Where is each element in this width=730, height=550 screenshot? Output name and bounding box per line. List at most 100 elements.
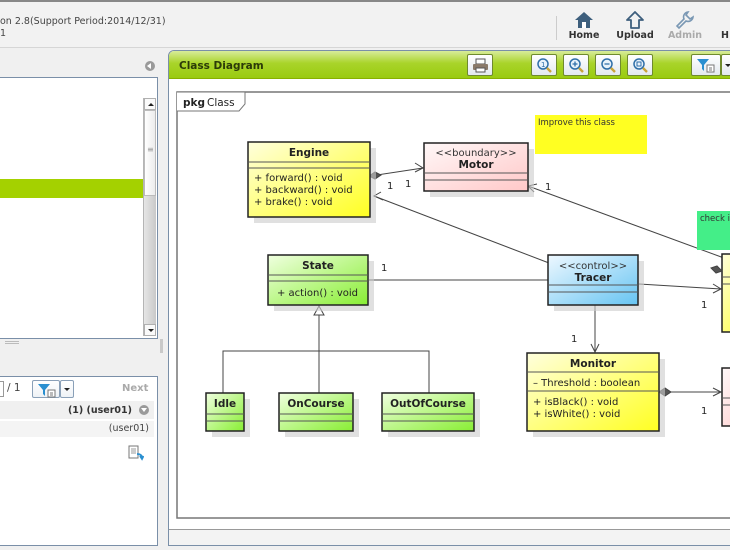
tree-item-selected[interactable] bbox=[0, 179, 143, 198]
class-operation: + action() : void bbox=[277, 288, 358, 299]
next-page-link[interactable]: Next bbox=[122, 383, 149, 394]
comment-thread-header[interactable]: (1) (user01) bbox=[0, 401, 154, 419]
nav-separator bbox=[556, 16, 557, 40]
class-idle[interactable]: Idle bbox=[205, 392, 250, 437]
right-class-arrowhead bbox=[712, 283, 723, 294]
diagram-filter-dropdown[interactable] bbox=[721, 54, 730, 76]
zoom-actual-button[interactable]: 1 bbox=[531, 54, 557, 76]
filter-icon bbox=[697, 59, 715, 73]
right-lower-arrowhead bbox=[712, 387, 723, 397]
class-operation: + isWhite() : void bbox=[533, 409, 620, 420]
multiplicity-label: 1 bbox=[405, 179, 411, 190]
note-check[interactable]: check i bbox=[697, 211, 730, 250]
class-name: Motor bbox=[458, 159, 494, 171]
class-offscreen-upper[interactable] bbox=[721, 253, 730, 333]
home-label: Home bbox=[568, 30, 600, 41]
home-button[interactable]: Home bbox=[566, 10, 602, 48]
comment-filter-dropdown[interactable] bbox=[60, 380, 74, 398]
class-outofcourse[interactable]: OutOfCourse bbox=[381, 392, 480, 437]
help-label: H bbox=[721, 30, 729, 41]
class-name: Engine bbox=[289, 147, 329, 159]
note-text: check i bbox=[700, 214, 730, 224]
class-name: State bbox=[302, 260, 334, 272]
version-info: on 2.8(Support Period:2014/12/31) bbox=[0, 16, 166, 27]
diagram-canvas[interactable]: pkg Class bbox=[169, 80, 730, 529]
class-offscreen-lower[interactable] bbox=[721, 367, 730, 427]
class-name: Monitor bbox=[570, 358, 617, 370]
model-tree-panel bbox=[0, 77, 158, 339]
multiplicity-label: 1 bbox=[545, 182, 551, 193]
class-name: Idle bbox=[214, 398, 236, 410]
admin-button[interactable]: Admin bbox=[667, 10, 703, 48]
comments-panel: / 1 Next (1) (user01) (user01) bbox=[0, 376, 158, 546]
frame-label-keyword: pkg bbox=[183, 97, 205, 109]
admin-label: Admin bbox=[667, 30, 703, 41]
generalization-branches bbox=[222, 350, 430, 395]
diagram-panel: Class Diagram 1 bbox=[168, 50, 730, 546]
class-motor[interactable]: <<boundary>> Motor bbox=[423, 142, 534, 197]
wrench-icon bbox=[675, 11, 694, 30]
zoom-fit-icon bbox=[633, 58, 648, 73]
upload-icon bbox=[626, 11, 644, 29]
home-icon bbox=[575, 12, 593, 28]
reply-document-icon[interactable] bbox=[128, 445, 144, 461]
diagram-toolbar: Class Diagram 1 bbox=[169, 51, 730, 79]
motor-arrowhead bbox=[414, 162, 425, 173]
zoom-out-icon bbox=[601, 58, 616, 73]
class-attribute: – Threshold : boolean bbox=[533, 378, 640, 389]
class-state[interactable]: State + action() : void bbox=[267, 254, 374, 311]
vertical-splitter-handle[interactable] bbox=[160, 339, 163, 353]
zoom-fit-button[interactable] bbox=[627, 54, 653, 76]
page-total: / 1 bbox=[7, 382, 21, 394]
scroll-down-button[interactable] bbox=[144, 324, 156, 336]
printer-icon bbox=[473, 58, 488, 73]
frame-label-name: Class bbox=[207, 97, 235, 109]
print-button[interactable] bbox=[467, 54, 493, 76]
class-name: OnCourse bbox=[287, 398, 344, 410]
tracer-engine-association bbox=[373, 195, 550, 264]
class-operation: + backward() : void bbox=[254, 185, 353, 196]
zoom-in-button[interactable] bbox=[563, 54, 589, 76]
pane-splitter-handle[interactable] bbox=[5, 341, 19, 344]
zoom-actual-icon: 1 bbox=[537, 58, 552, 73]
svg-text:1: 1 bbox=[541, 61, 545, 69]
scroll-up-button[interactable] bbox=[144, 98, 156, 110]
scroll-thumb[interactable] bbox=[144, 110, 156, 196]
help-button[interactable]: H bbox=[718, 10, 730, 48]
top-header: on 2.8(Support Period:2014/12/31) 1 Home… bbox=[0, 0, 730, 48]
multiplicity-label: 1 bbox=[701, 300, 707, 311]
comment-author: (1) (user01) bbox=[67, 405, 132, 416]
class-engine[interactable]: Engine + forward() : void + backward() :… bbox=[247, 141, 376, 223]
class-operation: + brake() : void bbox=[254, 197, 332, 208]
zoom-in-icon bbox=[569, 58, 584, 73]
zoom-out-button[interactable] bbox=[595, 54, 621, 76]
class-monitor[interactable]: Monitor – Threshold : boolean + isBlack(… bbox=[526, 352, 665, 437]
collapse-left-pane-button[interactable] bbox=[145, 61, 155, 71]
version-info-line2: 1 bbox=[0, 28, 7, 39]
page-number-input[interactable] bbox=[0, 381, 4, 397]
diagram-filter-button[interactable] bbox=[691, 54, 721, 76]
help-icon bbox=[718, 10, 730, 30]
engine-motor-association bbox=[376, 167, 424, 176]
class-oncourse[interactable]: OnCourse bbox=[278, 392, 359, 437]
class-tracer[interactable]: <<control>> Tracer bbox=[547, 254, 644, 311]
package-frame: pkg Class bbox=[176, 91, 730, 519]
multiplicity-label: 1 bbox=[381, 263, 387, 274]
note-text: Improve this class bbox=[538, 118, 616, 128]
filter-icon bbox=[38, 384, 56, 398]
comment-user: (user01) bbox=[108, 423, 149, 434]
comment-row[interactable]: (user01) bbox=[0, 421, 154, 437]
tracer-right-association bbox=[638, 283, 722, 290]
upload-button[interactable]: Upload bbox=[615, 10, 655, 48]
note-motor-association bbox=[527, 185, 725, 259]
expand-comment-icon[interactable] bbox=[139, 405, 149, 415]
note-improve[interactable]: Improve this class bbox=[535, 115, 647, 154]
comment-filter-button[interactable] bbox=[32, 380, 60, 398]
offscreen-aggregation-diamond bbox=[710, 265, 723, 274]
class-operation: + forward() : void bbox=[254, 173, 343, 184]
multiplicities: 1 1 1 1 1 1 1 bbox=[381, 179, 707, 417]
class-diagram: pkg Class bbox=[176, 91, 730, 519]
diagram-panel-title: Class Diagram bbox=[179, 60, 264, 72]
tree-scrollbar[interactable] bbox=[143, 98, 156, 336]
class-stereotype: <<control>> bbox=[559, 261, 627, 272]
